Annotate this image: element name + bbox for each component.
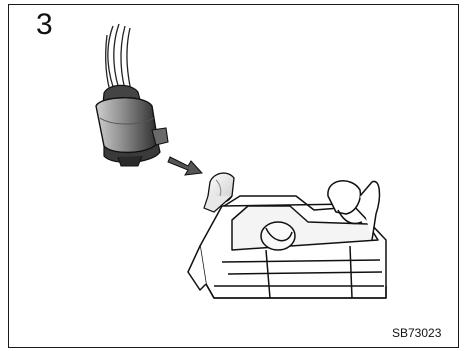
bulb-socket — [96, 85, 168, 166]
figure-code: SB73023 — [392, 327, 441, 339]
removal-arrow — [168, 157, 202, 175]
